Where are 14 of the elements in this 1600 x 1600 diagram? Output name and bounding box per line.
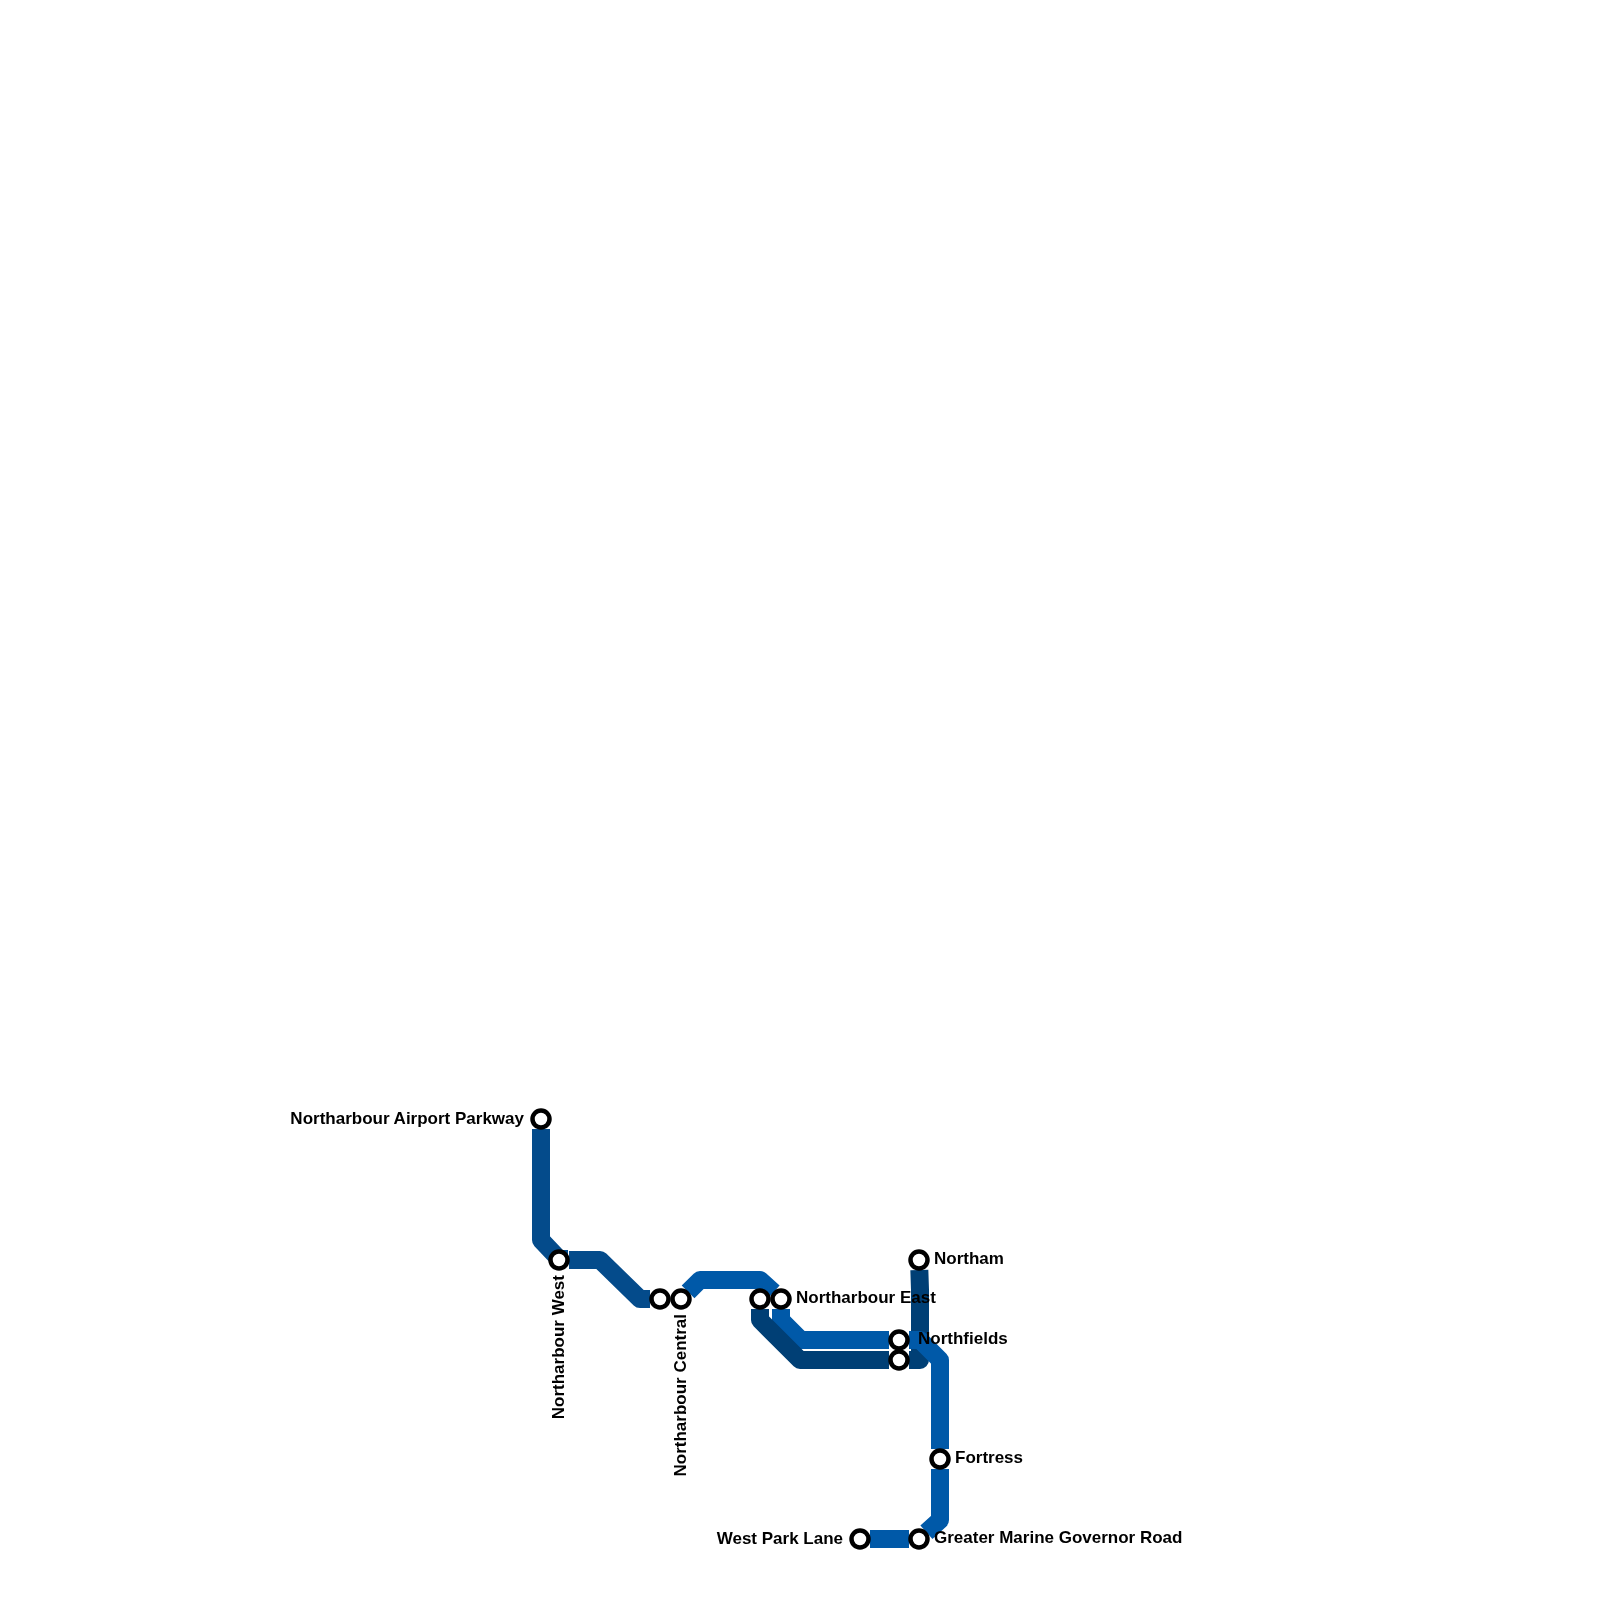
- rail-line: [569, 1251, 650, 1308]
- station-name: Greater Marine Governor Road: [934, 1528, 1183, 1548]
- rail-line: [681, 1271, 780, 1299]
- station-name: Fortress: [955, 1448, 1024, 1468]
- station-name: West Park Lane: [716, 1529, 843, 1549]
- rail-line: [751, 1309, 889, 1369]
- station-name: Northarbour West: [549, 1275, 569, 1420]
- station-name: Northarbour Central: [671, 1314, 691, 1477]
- rail-line: [772, 1309, 889, 1349]
- station-name: Northarbour Airport Parkway: [290, 1109, 524, 1129]
- rail-line: [870, 1530, 909, 1548]
- rail-line: [909, 1331, 949, 1449]
- rail-line: [920, 1469, 949, 1539]
- station-name: Northam: [934, 1249, 1004, 1269]
